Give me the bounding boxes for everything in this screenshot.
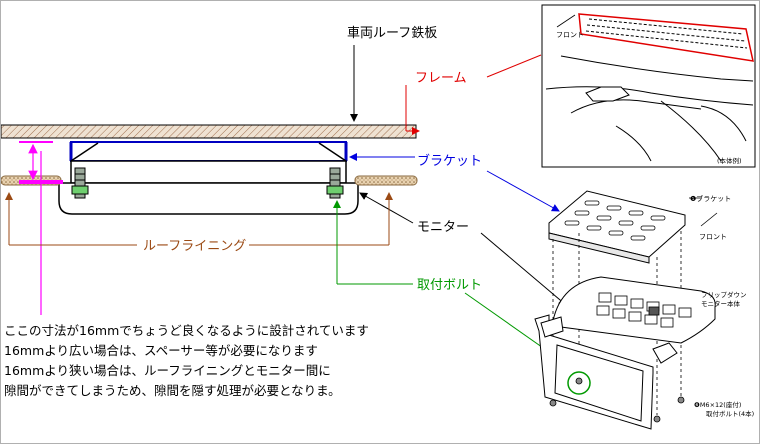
flip-down-unit bbox=[534, 276, 716, 430]
inset-exploded-view: ❶ブラケット フロント bbox=[534, 190, 754, 430]
callout-monitor: モニター bbox=[359, 192, 567, 306]
roof-panel bbox=[1, 124, 417, 139]
label-frame: フレーム bbox=[415, 71, 467, 86]
label-bolt: 取付ボルト bbox=[417, 278, 482, 293]
bolt-highlight-circle bbox=[567, 371, 591, 395]
inset-unit-label-2: モニター本体 bbox=[701, 299, 741, 308]
dimension-16mm bbox=[19, 141, 63, 315]
callout-roof-panel: 車両ルーフ鉄板 bbox=[347, 26, 437, 122]
note-line-2: 16mmより広い場合は、スペーサー等が必要になります bbox=[4, 343, 318, 358]
note-line-1: ここの寸法が16mmでちょうど良くなるように設計されています bbox=[4, 323, 369, 338]
roof-lining-right bbox=[354, 175, 418, 186]
note-line-4: 隙間ができてしまうため、隙間を隠す処理が必要となりま。 bbox=[4, 383, 341, 398]
bolt-left bbox=[71, 167, 89, 199]
inset-bolt-callout-1: ❻M6×12(座付) bbox=[694, 400, 741, 409]
inset-bracket-callout: ❶ブラケット bbox=[690, 194, 731, 203]
label-monitor: モニター bbox=[417, 220, 469, 235]
inset-top-front-label: フロント bbox=[556, 31, 584, 39]
inset-unit-label-1: フリップダウン bbox=[701, 290, 747, 299]
callout-bracket: ブラケット bbox=[349, 153, 560, 212]
inset-bolt-callout-2: 取付ボルト(4本) bbox=[706, 409, 754, 418]
note-line-3: 16mmより狭い場合は、ルーフライニングとモニター間に bbox=[4, 363, 331, 378]
label-roof-lining: ルーフライニング bbox=[143, 239, 246, 254]
inset-top-note: (本体例) bbox=[717, 156, 742, 165]
bolt-right bbox=[326, 167, 344, 199]
label-roof-panel: 車両ルーフ鉄板 bbox=[347, 26, 437, 41]
monitor-body bbox=[58, 160, 359, 215]
label-bracket: ブラケット bbox=[417, 153, 482, 169]
inset-bottom-front-label: フロント bbox=[699, 233, 727, 241]
callout-roof-lining: ルーフライニング bbox=[5, 192, 393, 254]
bracket-plate bbox=[548, 190, 686, 264]
callout-frame: フレーム bbox=[405, 54, 542, 135]
inset-vehicle-roof: フロント (本体例) bbox=[541, 4, 756, 168]
callout-bolt: 取付ボルト bbox=[333, 200, 577, 372]
notes: ここの寸法が16mmでちょうど良くなるように設計されています 16mmより広い場… bbox=[4, 323, 369, 398]
inset-bolts bbox=[549, 377, 685, 423]
bracket bbox=[69, 141, 348, 162]
